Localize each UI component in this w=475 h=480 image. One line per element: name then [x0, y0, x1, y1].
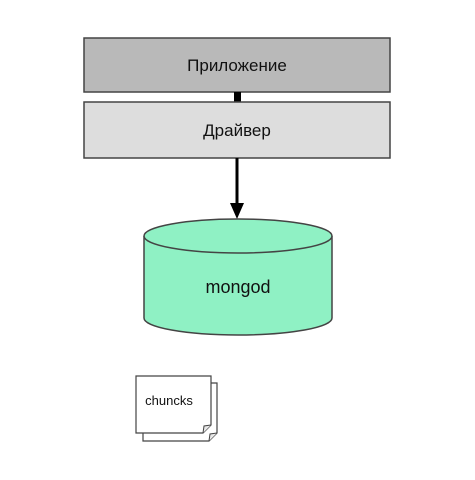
mongod-database: mongod [143, 218, 333, 336]
chunks-document: chuncks [135, 375, 218, 442]
database-top [143, 218, 333, 254]
driver-label: Драйвер [203, 121, 271, 140]
application-label: Приложение [187, 56, 287, 75]
database-label: mongod [205, 277, 270, 297]
driver-box-shape [83, 101, 391, 159]
document-label: chuncks [145, 393, 193, 408]
database-body [143, 236, 333, 336]
app-driver-connector [234, 92, 241, 102]
driver-to-db-arrow [230, 158, 244, 219]
arrow-head [230, 203, 244, 219]
document-front-fold [202, 424, 212, 434]
application-box: Приложение [83, 37, 391, 93]
application-box-shape [83, 37, 391, 93]
document-back-fold [208, 432, 218, 442]
driver-box: Драйвер [83, 101, 391, 159]
